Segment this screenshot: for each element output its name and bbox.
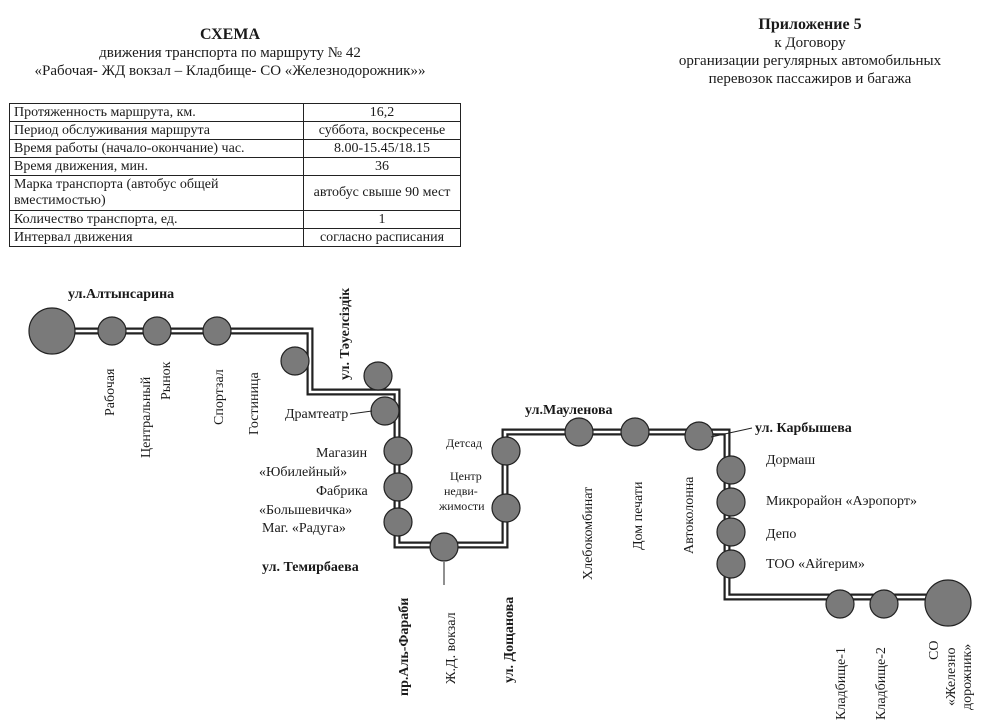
stop-label-dormash: Дормаш <box>766 453 815 468</box>
stop-label-nedvi: недви- <box>444 484 478 498</box>
route-info-table: Протяженность маршрута, км. 16,2 Период … <box>9 103 461 247</box>
stop-label-khlebokombinat: Хлебокомбинат <box>581 487 596 580</box>
value-cell: 8.00-15.45/18.15 <box>303 139 461 158</box>
street-tauelsizdik: ул. Тәуелсіздік <box>338 287 353 380</box>
table-row: Интервал движения согласно расписания <box>9 228 461 247</box>
stop-label-dramteatr: Драмтеатр <box>285 407 348 422</box>
street-al-farabi: пр.Аль-Фараби <box>397 598 412 696</box>
stop-label-bolshevichka: «Большевичка» <box>259 503 352 518</box>
stop-label-zhelezno: «Железно <box>944 648 959 706</box>
appendix-header: Приложение 5 к Договору организации регу… <box>640 16 980 88</box>
stop-label-yubileyny: «Юбилейный» <box>259 465 347 480</box>
value-cell: согласно расписания <box>303 228 461 247</box>
appendix-title: Приложение 5 <box>758 16 862 33</box>
stop-marker <box>383 436 413 466</box>
stop-marker <box>142 316 172 346</box>
appendix-line-1: к Договору <box>774 35 846 51</box>
stop-label-dorozhnik: дорожник» <box>960 644 975 710</box>
stop-marker <box>716 455 746 485</box>
scheme-subtitle: движения транспорта по маршруту № 42 <box>99 45 361 61</box>
street-temirbaeva: ул. Темирбаева <box>262 560 359 575</box>
terminal-stop-zheleznodorozhnik <box>924 579 972 627</box>
stop-marker <box>491 493 521 523</box>
appendix-line-2: организации регулярных автомобильных <box>678 53 942 69</box>
stop-marker <box>620 417 650 447</box>
param-cell: Время работы (начало-окончание) час. <box>9 139 304 158</box>
stop-marker <box>383 507 413 537</box>
stop-marker <box>97 316 127 346</box>
stop-marker <box>370 396 400 426</box>
stop-label-magazin: Магазин <box>316 446 368 461</box>
stop-label-avtokolonna: Автоколонна <box>682 476 697 554</box>
param-cell: Интервал движения <box>9 228 304 247</box>
stop-label-detsad: Детсад <box>446 436 482 450</box>
param-cell: Марка транспорта (автобус общей вместимо… <box>9 175 304 211</box>
stop-label-depo: Депо <box>766 527 796 542</box>
stop-marker <box>716 517 746 547</box>
stop-marker <box>363 361 393 391</box>
stop-marker <box>383 472 413 502</box>
stop-marker <box>491 436 521 466</box>
scheme-route-name: «Рабочая- ЖД вокзал – Кладбище- СО «Желе… <box>34 63 426 79</box>
pointer-line <box>349 410 373 415</box>
stop-label-rabochaya: Рабочая <box>103 368 118 416</box>
street-altynsarina: ул.Алтынсарина <box>68 287 174 302</box>
stop-label-gostinitsa: Гостиница <box>247 371 262 435</box>
value-cell: 16,2 <box>303 103 461 122</box>
stop-marker <box>716 487 746 517</box>
stop-marker <box>429 532 459 562</box>
stop-label-kladbishche-2: Кладбище-2 <box>874 647 889 720</box>
table-row: Время движения, мин. 36 <box>9 157 461 176</box>
param-cell: Время движения, мин. <box>9 157 304 176</box>
stop-marker <box>716 549 746 579</box>
stop-label-so: СО <box>927 641 942 660</box>
value-cell: автобус свыше 90 мест <box>303 175 461 211</box>
table-row: Марка транспорта (автобус общей вместимо… <box>9 175 461 211</box>
stop-marker <box>280 346 310 376</box>
stop-label-zhimosti: жимости <box>438 499 485 513</box>
terminal-stop-rabochaya <box>28 307 76 355</box>
scheme-header: СХЕМА движения транспорта по маршруту № … <box>20 26 440 80</box>
stop-label-mikrorayon: Микрорайон «Аэропорт» <box>766 494 917 509</box>
stop-label-rynok: Рынок <box>159 361 174 400</box>
street-karbysheva: ул. Карбышева <box>755 421 852 436</box>
stop-label-raduga: Маг. «Радуга» <box>262 521 346 536</box>
stop-marker <box>684 421 714 451</box>
stop-marker <box>202 316 232 346</box>
stop-label-sportzal: Спортзал <box>212 369 227 425</box>
stop-marker <box>869 589 899 619</box>
pointer-line <box>710 427 753 438</box>
stop-label-fabrika: Фабрика <box>316 484 368 499</box>
stop-label-tsentr: Центр <box>450 469 482 483</box>
stop-label-tsentralny: Центральный <box>139 376 154 458</box>
stop-label-dom-pechati: Дом печати <box>631 481 646 550</box>
stop-marker <box>825 589 855 619</box>
stop-label-kladbishche-1: Кладбище-1 <box>834 647 849 720</box>
stop-marker <box>564 417 594 447</box>
street-doshchanova: ул. Дощанова <box>502 597 517 683</box>
scheme-title: СХЕМА <box>199 26 261 43</box>
stop-label-too-aigerim: ТОО «Айгерим» <box>766 557 865 572</box>
street-maulenova: ул.Мауленова <box>525 403 613 418</box>
appendix-line-3: перевозок пассажиров и багажа <box>708 71 912 87</box>
stop-markers <box>28 307 972 627</box>
table-row: Время работы (начало-окончание) час. 8.0… <box>9 139 461 158</box>
stop-label-zhd-vokzal: Ж.Д. вокзал <box>444 612 459 684</box>
